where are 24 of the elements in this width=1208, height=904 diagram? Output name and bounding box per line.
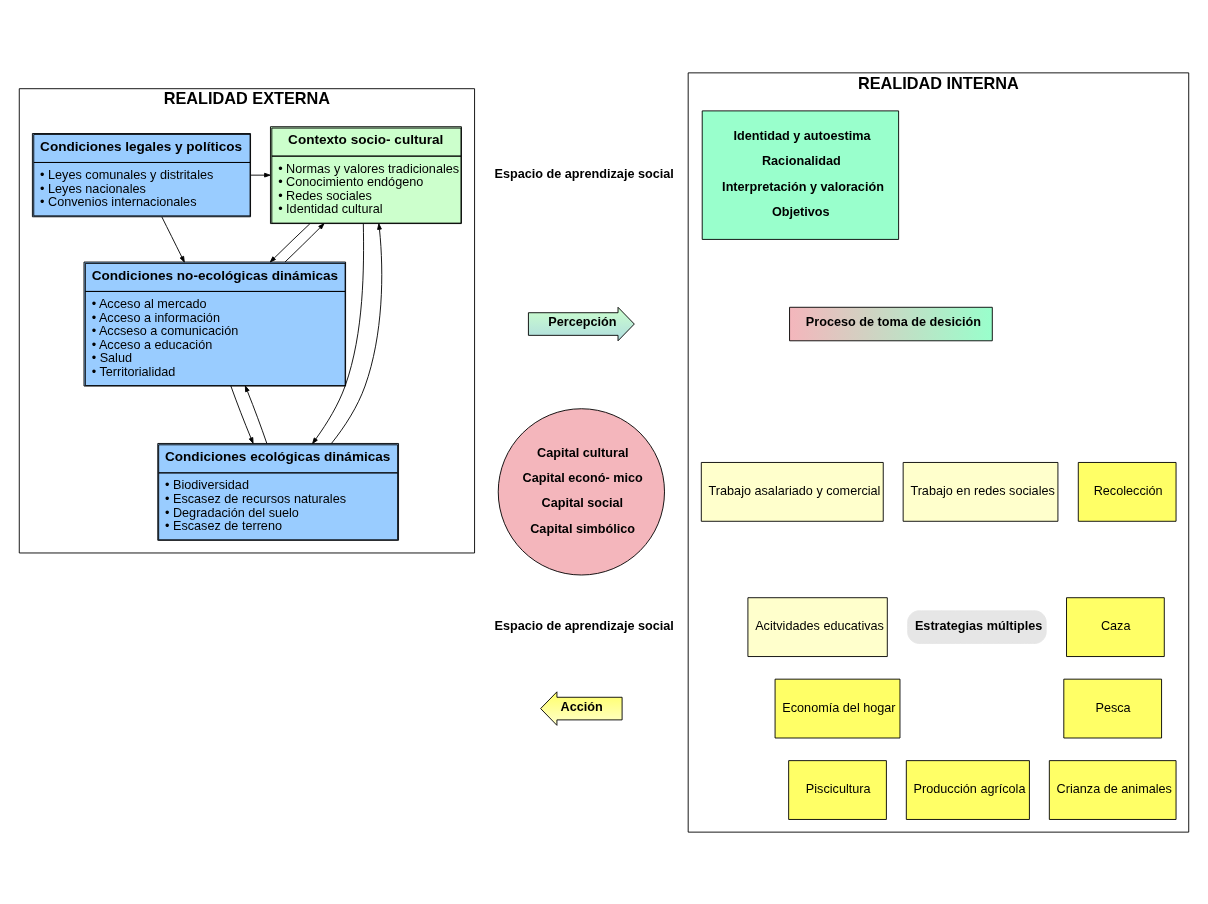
node-box: Acitvidades educativas	[747, 596, 888, 657]
arrow	[161, 216, 185, 262]
arrow	[230, 385, 254, 444]
arrow	[269, 222, 311, 262]
node-box: Identidad y autoestima Racionalidad Interpretación y valoración Objetivos	[701, 109, 900, 240]
arrow	[331, 222, 383, 444]
node-text: Espacio de aprendizaje social	[494, 618, 674, 633]
node-box: Caza	[1066, 596, 1165, 657]
node-box: Producción agrícola	[905, 759, 1030, 820]
node-box: Pesca	[1063, 678, 1163, 738]
node-box: Trabajo asalariado y comercial	[700, 461, 884, 522]
arrow	[244, 385, 268, 444]
node-box: Recolección	[1077, 461, 1177, 522]
node-box: Trabajo en redes sociales	[902, 461, 1059, 522]
node-box: Piscicultura	[788, 759, 887, 820]
arrow	[312, 222, 365, 444]
node-box: Estrategias múltiples	[907, 609, 1047, 644]
node-circle: Capital cultural Capital econó- mico Capital social Capital simbólico	[497, 407, 665, 575]
node-box: Crianza de animales	[1048, 759, 1177, 820]
node-box: Economía del hogar	[774, 678, 901, 738]
node-text: Espacio de aprendizaje social	[494, 166, 674, 181]
arrow	[250, 172, 271, 177]
node-box: Proceso de toma de desición	[789, 306, 993, 341]
arrow	[284, 222, 325, 262]
